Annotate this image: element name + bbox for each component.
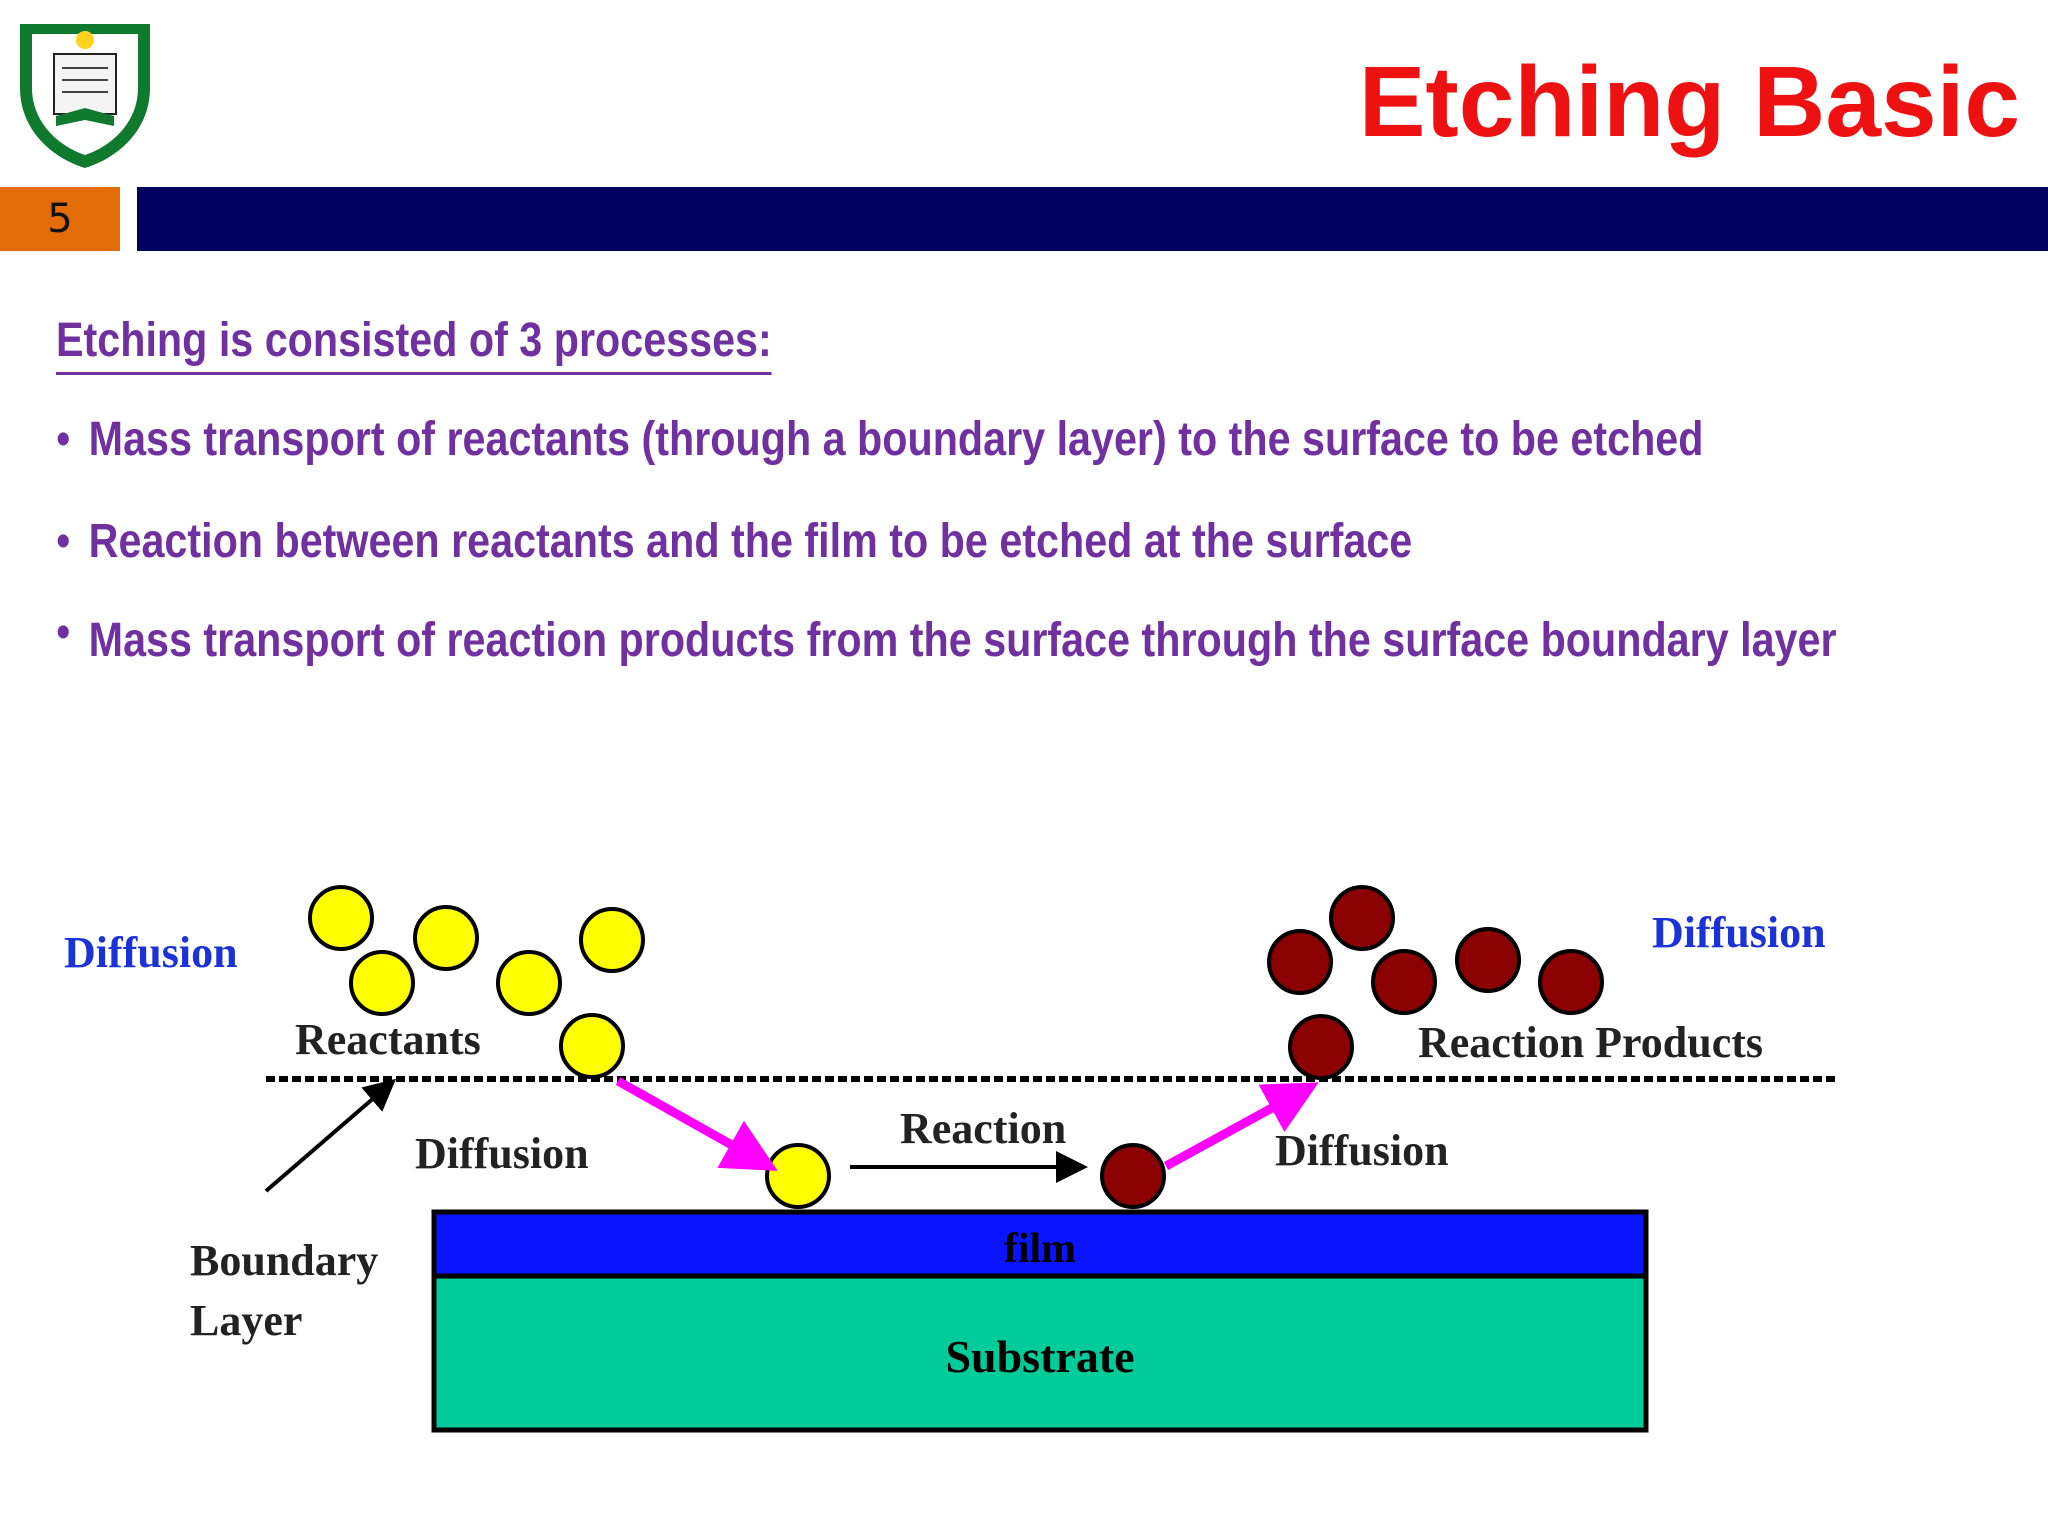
product-molecule [1371, 949, 1437, 1015]
slide-title: Etching Basic [1358, 46, 2020, 158]
product-molecule [1267, 929, 1333, 995]
reactant-molecule [496, 950, 562, 1016]
substrate-block [431, 1273, 1649, 1433]
reactant-molecule [308, 885, 374, 951]
reactant-molecules [308, 885, 831, 1209]
reactant-molecule [559, 1013, 625, 1079]
reactant-at-surface [765, 1143, 831, 1209]
diffusion-up-label: Diffusion [1275, 1126, 1449, 1175]
bullet-item-2: Reaction between reactants and the film … [56, 491, 1912, 593]
product-molecule [1329, 885, 1395, 951]
film-layer [431, 1209, 1649, 1279]
reactant-molecule [413, 905, 479, 971]
diffusion-up-arrow [1163, 1082, 1319, 1170]
boundary-pointer-arrow [264, 1078, 397, 1193]
reaction-products-label: Reaction Products [1418, 1018, 1763, 1067]
product-molecules [1100, 885, 1604, 1209]
page-number: 5 [47, 196, 73, 242]
reaction-label: Reaction [900, 1104, 1066, 1153]
product-molecule [1288, 1014, 1354, 1080]
substrate-label: Substrate [945, 1331, 1134, 1382]
film-label: film [1004, 1226, 1076, 1272]
diffusion-label-right: Diffusion [1652, 908, 1826, 957]
bullet-item-3: Mass transport of reaction products from… [56, 593, 1912, 681]
boundary-label-line1: Boundary [190, 1236, 378, 1285]
product-molecule [1538, 949, 1604, 1015]
product-at-surface [1100, 1143, 1166, 1209]
boundary-label-line2: Layer [190, 1296, 302, 1345]
subheading: Etching is consisted of 3 processes: [56, 312, 772, 375]
header-bar [137, 187, 2048, 251]
reactant-molecule [579, 907, 645, 973]
diffusion-down-label: Diffusion [415, 1129, 589, 1178]
reactant-molecule [349, 950, 415, 1016]
diffusion-label-left: Diffusion [64, 928, 238, 977]
page-number-badge: 5 [0, 187, 120, 251]
product-molecule [1455, 927, 1521, 993]
university-logo [20, 24, 150, 168]
bullet-item-1: Mass transport of reactants (through a b… [56, 389, 1912, 491]
reactants-label: Reactants [295, 1015, 481, 1064]
diffusion-down-arrow [615, 1077, 778, 1171]
slide-content: Etching is consisted of 3 processes: Mas… [56, 312, 1837, 681]
bullet-list: Mass transport of reactants (through a b… [56, 389, 1912, 681]
